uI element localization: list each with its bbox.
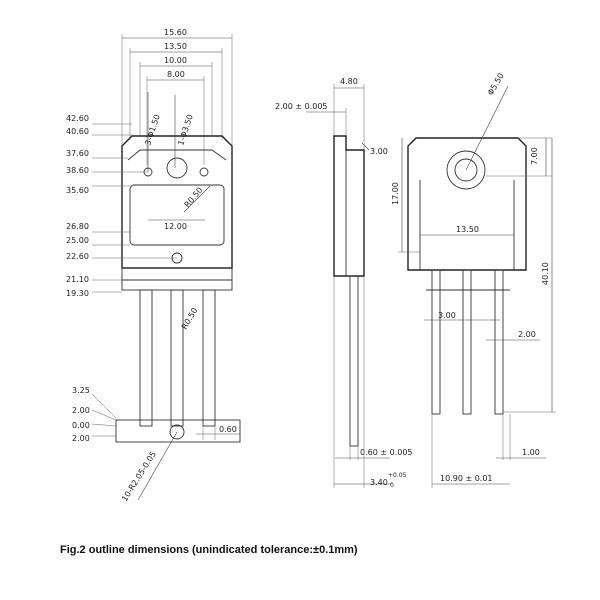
end-view: Φ5.50 7.00 17.00 13.50 40.10 3.00 2.00 1… — [391, 72, 556, 488]
width-15-60: 15.60 — [164, 28, 187, 37]
lead-pitch-0-60: 0.60 — [219, 425, 237, 434]
hole-offset-7-00: 7.00 — [530, 147, 539, 165]
side-lead — [349, 275, 359, 447]
lead-width-2-00: 2.00 — [518, 330, 536, 339]
height-2-00-lower: 2.00 — [72, 434, 90, 443]
package-tab-outline — [121, 135, 233, 269]
end-lead-1 — [431, 269, 441, 415]
hole-phi-5-50: Φ5.50 — [486, 72, 506, 97]
height-22-60: 22.60 — [66, 252, 89, 261]
tab-thickness-2-00: 2.00 ± 0.005 — [275, 102, 328, 111]
height-0-00: 0.00 — [72, 421, 90, 430]
width-10-00: 10.00 — [164, 56, 187, 65]
end-lead-2 — [462, 269, 472, 415]
hole-1-phi-3-50: 1-Φ3.50 — [176, 113, 194, 146]
lead-thickness-0-60: 0.60 ± 0.005 — [360, 448, 413, 457]
lead-pin-callout: 10-R2.05-0.05 — [120, 450, 158, 503]
lead-thickness-1-00: 1.00 — [522, 448, 540, 457]
height-37-60: 37.60 — [66, 149, 89, 158]
height-2-00: 2.00 — [72, 406, 90, 415]
standoff-3-40: 3.40 — [370, 478, 388, 487]
width-8-00: 8.00 — [167, 70, 185, 79]
total-height-40-10: 40.10 — [541, 262, 550, 285]
width-13-50: 13.50 — [164, 42, 187, 51]
height-3-25: 3.25 — [72, 386, 90, 395]
height-35-60: 35.60 — [66, 186, 89, 195]
standoff-tol-lower: 0 — [390, 482, 394, 489]
lead-3 — [202, 289, 216, 427]
body-base — [121, 267, 233, 291]
chamfer-3-00: 3.00 — [370, 147, 388, 156]
height-19-30: 19.30 — [66, 289, 89, 298]
small-hole-right — [199, 167, 209, 177]
overall-width-10-90: 10.90 ± 0.01 — [440, 474, 493, 483]
body-window — [129, 184, 225, 246]
body-height-17-00: 17.00 — [391, 182, 400, 205]
side-body-outline — [333, 135, 365, 277]
front-view: 15.60 13.50 10.00 8.00 3-Φ1.50 1-Φ3.50 1… — [66, 28, 241, 503]
height-42-60: 42.60 — [66, 114, 89, 123]
end-body-outline — [407, 137, 527, 271]
lead-2 — [170, 289, 184, 427]
height-40-60: 40.60 — [66, 127, 89, 136]
tab-width-13-50: 13.50 — [456, 225, 479, 234]
lead-frame-hole — [169, 424, 185, 440]
holes-3-phi-1-50: 3-Φ1.50 — [143, 113, 161, 146]
window-width-12-00: 12.00 — [164, 222, 187, 231]
lead-frame-bar — [115, 419, 241, 443]
standoff-tol-upper: +0.05 — [388, 472, 407, 479]
height-38-60: 38.60 — [66, 166, 89, 175]
end-lead-3 — [494, 269, 504, 415]
height-26-80: 26.80 — [66, 222, 89, 231]
figure-caption: Fig.2 outline dimensions (unindicated to… — [60, 544, 358, 556]
radius-top-r0-50: R0.50 — [183, 186, 205, 210]
end-mounting-hole-outer — [446, 150, 486, 190]
mounting-hole — [166, 157, 188, 179]
height-25-00: 25.00 — [66, 236, 89, 245]
height-21-10: 21.10 — [66, 275, 89, 284]
side-thickness-4-80: 4.80 — [340, 77, 358, 86]
end-mounting-hole-inner — [454, 158, 478, 182]
side-view: 4.80 2.00 ± 0.005 3.00 0.60 ± 0.005 3.40… — [275, 77, 413, 489]
lead-spacing-3-00: 3.00 — [438, 311, 456, 320]
lead-1 — [139, 289, 153, 427]
